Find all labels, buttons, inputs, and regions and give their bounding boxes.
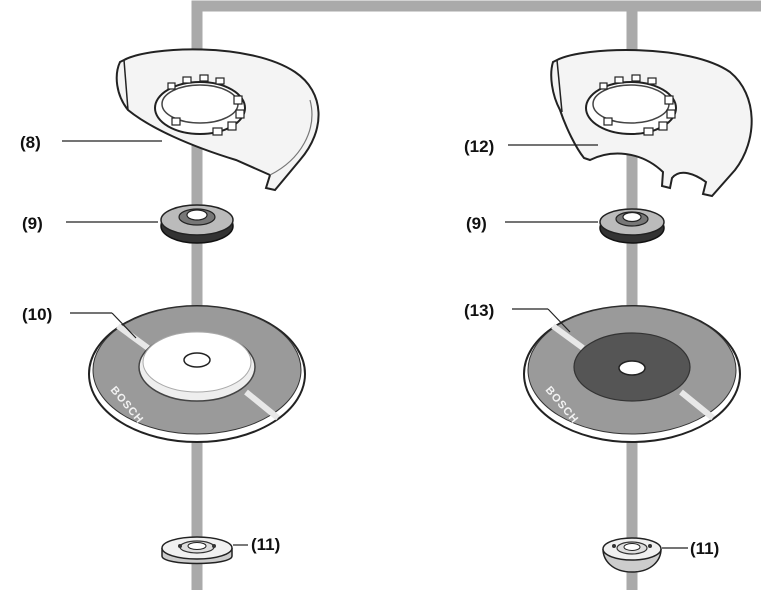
mounting-flange-right bbox=[599, 208, 665, 244]
guard-closed-left bbox=[115, 48, 320, 192]
callout-nut-left: (11) bbox=[251, 535, 280, 554]
callout-flange-right: (9) bbox=[466, 214, 487, 233]
cutting-disc-right: BOSCH bbox=[523, 305, 741, 443]
callout-guard-right: (12) bbox=[464, 137, 494, 156]
callout-disc-left: (10) bbox=[22, 305, 52, 324]
callout-guard-left: (8) bbox=[20, 133, 41, 152]
clamping-nut-right bbox=[602, 537, 662, 573]
guard-cutting-right bbox=[550, 49, 753, 198]
callout-nut-right: (11) bbox=[690, 539, 719, 558]
right-assembly: (12) (9) BOSCH (13) bbox=[464, 49, 753, 573]
left-assembly: (8) (9) BOSCH (10) bbox=[20, 48, 320, 565]
mounting-flange-left bbox=[160, 204, 234, 244]
axis-frame bbox=[191, 0, 761, 590]
callout-flange-left: (9) bbox=[22, 214, 43, 233]
grinding-disc-left: BOSCH bbox=[88, 305, 306, 443]
callout-disc-right: (13) bbox=[464, 301, 494, 320]
clamping-nut-left bbox=[161, 536, 233, 565]
